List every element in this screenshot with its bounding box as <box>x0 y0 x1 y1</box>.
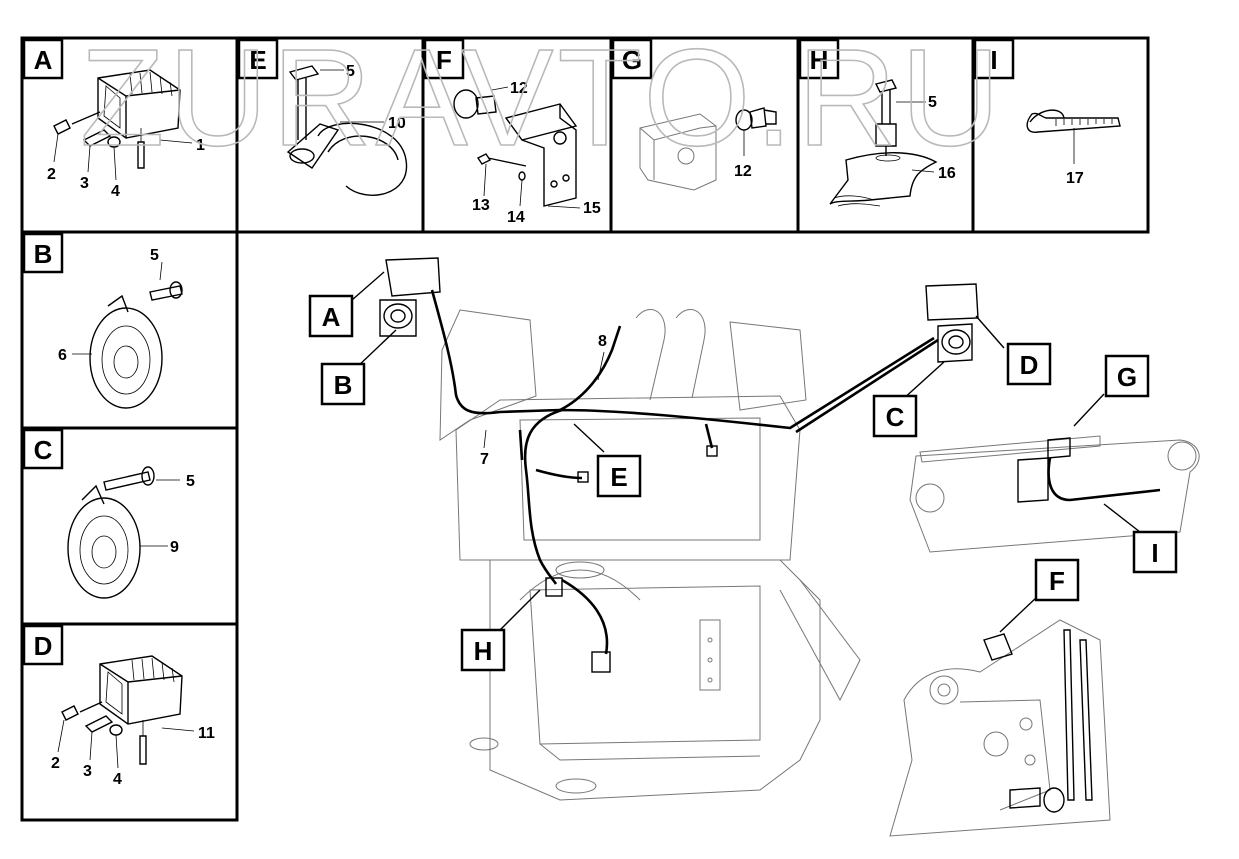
panel-tab-E: E <box>237 38 279 80</box>
svg-text:A: A <box>322 302 341 332</box>
panel-I-drawing: 17 <box>1026 109 1121 187</box>
panel-label-C: C <box>34 435 53 465</box>
panel-tab-I: I <box>973 38 1015 80</box>
panel-tab-C: C <box>22 428 64 470</box>
panel-label-A: A <box>34 45 53 75</box>
panel-E-clamp-drawing: 5 10 <box>286 63 408 196</box>
callout-12-g: 12 <box>734 163 752 180</box>
panel-label-G: G <box>622 45 642 75</box>
callout-9: 9 <box>170 539 179 556</box>
panel-C-horn-drawing: 5 9 <box>67 466 195 599</box>
callout-4-d: 4 <box>113 771 122 788</box>
panel-D-lamp-drawing: 2 3 4 11 <box>51 655 215 788</box>
panel-label-E: E <box>249 45 266 75</box>
callout-2: 2 <box>47 166 56 183</box>
callout-3: 3 <box>80 175 89 192</box>
detail-F-frame <box>889 595 1111 837</box>
callout-10: 10 <box>388 115 406 132</box>
svg-text:H: H <box>474 636 493 666</box>
view-label-F: F <box>1034 558 1080 602</box>
svg-text:F: F <box>1049 566 1065 596</box>
panel-G-drawing: 12 <box>639 107 777 191</box>
panel-tab-G: G <box>611 38 653 80</box>
panel-tab-H: H <box>798 38 840 80</box>
panel-F-bracket-drawing: 12 13 14 15 <box>453 80 601 226</box>
callout-2-d: 2 <box>51 755 60 772</box>
view-label-C: C <box>872 394 918 438</box>
callout-4: 4 <box>111 183 120 200</box>
callout-15: 15 <box>583 200 601 217</box>
callout-3-d: 3 <box>83 763 92 780</box>
panel-label-I: I <box>990 45 997 75</box>
view-label-D: D <box>1006 342 1052 386</box>
main-assembly-view: 7 8 <box>351 257 1005 801</box>
view-label-G: G <box>1104 354 1150 398</box>
svg-text:E: E <box>610 462 627 492</box>
left-panel-column <box>20 230 239 822</box>
svg-text:I: I <box>1151 538 1158 568</box>
svg-text:G: G <box>1117 362 1137 392</box>
callout-17: 17 <box>1066 170 1084 187</box>
panel-H-drawing: 5 16 <box>829 79 956 207</box>
panel-label-H: H <box>810 45 829 75</box>
callout-5-c: 5 <box>186 473 195 490</box>
callout-7: 7 <box>480 451 489 468</box>
top-panel-row <box>20 36 1150 234</box>
panel-label-B: B <box>34 239 53 269</box>
svg-text:D: D <box>1020 350 1039 380</box>
panel-B-horn-drawing: 5 6 <box>58 247 183 409</box>
view-label-B: B <box>320 362 366 406</box>
view-label-I: I <box>1132 530 1178 574</box>
svg-text:C: C <box>886 402 905 432</box>
panel-label-D: D <box>34 631 53 661</box>
callout-8: 8 <box>598 333 607 350</box>
panel-tab-F: F <box>423 38 465 80</box>
panel-tab-D: D <box>22 624 64 666</box>
panel-A-lamp-drawing: 2 3 4 1 <box>47 69 205 200</box>
callout-1: 1 <box>196 137 205 154</box>
callout-12: 12 <box>510 80 528 97</box>
callout-5-b: 5 <box>150 247 159 264</box>
detail-G-boom <box>909 393 1200 553</box>
view-label-E: E <box>596 454 642 498</box>
callout-6: 6 <box>58 347 67 364</box>
watermark: ZURAVTO.RU <box>80 21 1004 175</box>
callout-13: 13 <box>472 197 490 214</box>
callout-11: 11 <box>198 725 215 742</box>
callout-5-h: 5 <box>928 94 937 111</box>
panel-tab-A: A <box>22 38 64 80</box>
callout-5: 5 <box>346 63 355 80</box>
svg-text:B: B <box>334 370 353 400</box>
view-label-A: A <box>308 294 354 338</box>
view-label-H: H <box>460 628 506 672</box>
panel-tab-B: B <box>22 232 64 274</box>
panel-label-F: F <box>436 45 452 75</box>
callout-14: 14 <box>507 209 525 226</box>
callout-16: 16 <box>938 165 956 182</box>
